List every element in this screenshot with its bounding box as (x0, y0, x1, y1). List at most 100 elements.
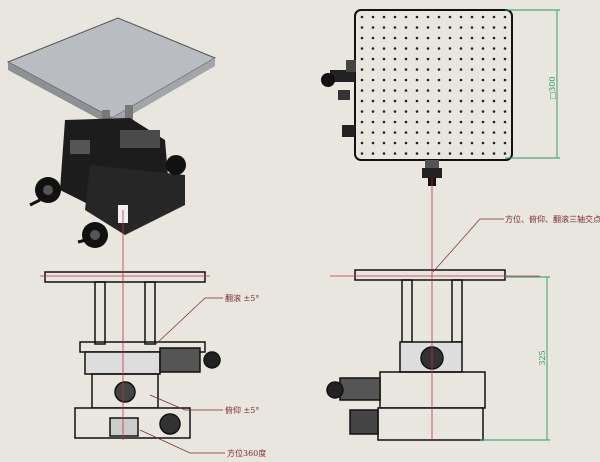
mounting-hole (360, 15, 364, 19)
mounting-hole (448, 15, 452, 19)
mounting-hole (404, 68, 408, 71)
mounting-hole (492, 131, 496, 134)
mounting-hole (470, 15, 474, 19)
mounting-hole (415, 141, 419, 145)
mounting-hole (371, 36, 375, 40)
mounting-hole (481, 26, 485, 29)
isometric-view (6, 17, 217, 248)
mounting-hole (415, 99, 419, 103)
mounting-hole (437, 141, 441, 145)
mounting-hole (415, 26, 419, 29)
mounting-hole (426, 26, 430, 29)
mounting-hole (459, 68, 463, 71)
mounting-hole (426, 141, 430, 145)
mounting-hole (448, 57, 452, 61)
mounting-hole (360, 131, 364, 134)
mounting-hole (415, 47, 419, 50)
mounting-hole (415, 152, 419, 155)
top-view (321, 9, 513, 186)
mounting-hole (503, 68, 507, 71)
intersection-label: 方位、俯仰、翻滚三轴交点 (505, 214, 600, 224)
mounting-hole (382, 141, 386, 145)
plate-size-dimension: □300 (548, 77, 557, 100)
mounting-hole (503, 78, 507, 82)
mounting-hole (371, 110, 375, 113)
mounting-hole (360, 57, 364, 61)
pitch-label: 俯仰 ±5° (225, 405, 259, 415)
mounting-hole (371, 15, 375, 19)
mounting-hole (415, 36, 419, 40)
mounting-hole (448, 78, 452, 82)
mounting-hole (470, 131, 474, 134)
mounting-hole (426, 99, 430, 103)
mounting-hole (492, 47, 496, 50)
mounting-hole (448, 110, 452, 113)
mounting-hole (393, 99, 397, 103)
mounting-hole (448, 120, 452, 124)
mounting-hole (481, 78, 485, 82)
mounting-hole (360, 78, 364, 82)
mounting-hole (470, 141, 474, 145)
front-view-right (326, 269, 506, 441)
mounting-hole (503, 131, 507, 134)
mounting-hole (437, 131, 441, 134)
mounting-hole (415, 68, 419, 71)
azimuth-label: 方位360度 (227, 448, 266, 458)
mounting-hole (426, 131, 430, 134)
mounting-hole (503, 36, 507, 40)
mounting-hole (426, 15, 430, 19)
mounting-hole (481, 99, 485, 103)
mounting-hole (481, 57, 485, 61)
mounting-hole (426, 57, 430, 61)
mounting-hole (393, 26, 397, 29)
mounting-hole (459, 141, 463, 145)
mounting-hole (382, 26, 386, 29)
mounting-hole (393, 120, 397, 124)
mounting-hole (382, 15, 386, 19)
mounting-hole (426, 152, 430, 155)
mounting-hole (481, 131, 485, 134)
mounting-hole (437, 15, 441, 19)
mounting-hole (437, 89, 441, 92)
mounting-hole (492, 26, 496, 29)
mounting-hole (448, 152, 452, 155)
mounting-hole (492, 152, 496, 155)
mounting-hole (470, 36, 474, 40)
mounting-hole (371, 141, 375, 145)
mounting-hole (382, 57, 386, 61)
mounting-hole (426, 89, 430, 92)
mounting-hole (360, 26, 364, 29)
leader-lines (139, 218, 504, 454)
mounting-hole (459, 110, 463, 113)
mounting-hole (437, 110, 441, 113)
mounting-hole (382, 131, 386, 134)
mounting-hole (481, 141, 485, 145)
mounting-hole (481, 68, 485, 71)
mounting-hole (459, 36, 463, 40)
mounting-hole (459, 89, 463, 92)
mounting-hole (470, 99, 474, 103)
mounting-hole (393, 141, 397, 145)
mounting-hole (360, 141, 364, 145)
mounting-hole (404, 110, 408, 113)
mounting-hole (503, 110, 507, 113)
mounting-hole (360, 89, 364, 92)
mounting-hole (481, 152, 485, 155)
mounting-hole (371, 99, 375, 103)
mounting-hole (459, 120, 463, 124)
mounting-hole (360, 68, 364, 71)
mounting-hole (382, 47, 386, 50)
mounting-hole (437, 26, 441, 29)
mounting-hole (426, 78, 430, 82)
mounting-hole (382, 89, 386, 92)
mounting-hole (393, 15, 397, 19)
mounting-hole (393, 110, 397, 113)
mounting-hole (393, 131, 397, 134)
mounting-hole (470, 47, 474, 50)
mounting-hole (382, 120, 386, 124)
mounting-hole (382, 78, 386, 82)
mounting-hole (371, 68, 375, 71)
mounting-hole (437, 120, 441, 124)
mounting-hole (503, 152, 507, 155)
mounting-hole (437, 99, 441, 103)
